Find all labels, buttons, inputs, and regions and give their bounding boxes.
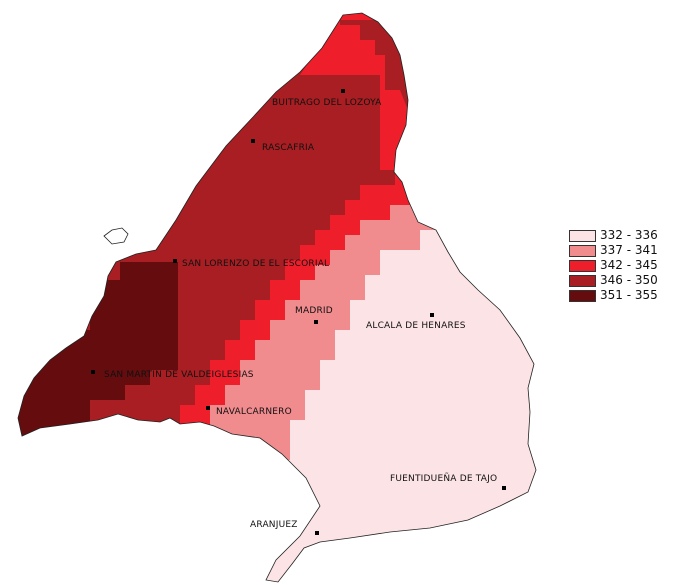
town-label-san-lorenzo: SAN LORENZO DE EL ESCORIAL bbox=[182, 259, 329, 269]
town-marker bbox=[91, 370, 95, 374]
legend-label: 351 - 355 bbox=[600, 288, 658, 302]
town-marker bbox=[206, 406, 210, 410]
town-marker bbox=[173, 259, 177, 263]
town-labels: BUITRAGO DEL LOZOYA RASCAFRIA SAN LORENZ… bbox=[104, 98, 497, 530]
legend-item: 351 - 355 bbox=[569, 289, 681, 302]
legend-swatch bbox=[569, 244, 596, 257]
town-marker bbox=[430, 313, 434, 317]
town-marker bbox=[314, 320, 318, 324]
town-label-alcala: ALCALA DE HENARES bbox=[366, 321, 466, 331]
legend-label: 332 - 336 bbox=[600, 228, 658, 242]
town-marker bbox=[341, 89, 345, 93]
town-markers bbox=[91, 89, 506, 535]
town-label-rascafria: RASCAFRIA bbox=[262, 143, 315, 153]
town-marker bbox=[251, 139, 255, 143]
town-label-fuentiduena: FUENTIDUEÑA DE TAJO bbox=[390, 473, 497, 484]
legend-item: 332 - 336 bbox=[569, 229, 681, 242]
legend-label: 342 - 345 bbox=[600, 258, 658, 272]
legend-label: 346 - 350 bbox=[600, 273, 658, 287]
town-label-aranjuez: ARANJUEZ bbox=[250, 520, 298, 530]
town-label-buitrago: BUITRAGO DEL LOZOYA bbox=[272, 98, 382, 108]
legend-item: 342 - 345 bbox=[569, 259, 681, 272]
town-marker bbox=[315, 531, 319, 535]
legend-item: 346 - 350 bbox=[569, 274, 681, 287]
town-label-san-martin: SAN MARTIN DE VALDEIGLESIAS bbox=[104, 370, 254, 380]
town-label-navalcarnero: NAVALCARNERO bbox=[216, 407, 292, 417]
legend-swatch bbox=[569, 274, 596, 287]
legend-swatch bbox=[569, 259, 596, 272]
exclave-shape bbox=[103, 227, 129, 245]
town-label-madrid: MADRID bbox=[295, 306, 333, 316]
town-marker bbox=[502, 486, 506, 490]
legend: 332 - 336 337 - 341 342 - 345 346 - 350 … bbox=[569, 229, 681, 304]
band-351-355-tail bbox=[18, 380, 70, 440]
legend-label: 337 - 341 bbox=[600, 243, 658, 257]
legend-swatch bbox=[569, 229, 596, 242]
legend-swatch bbox=[569, 289, 596, 302]
legend-item: 337 - 341 bbox=[569, 244, 681, 257]
